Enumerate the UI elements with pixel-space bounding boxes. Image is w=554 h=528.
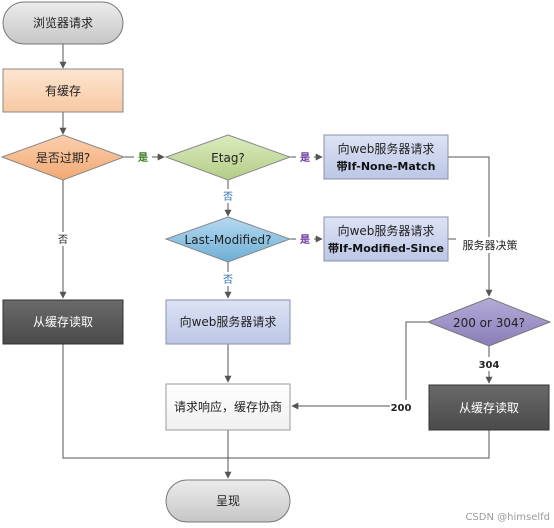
read-cache-right-label: 从缓存读取 [459,401,519,415]
server-decides-label: 服务器决策 [463,238,518,252]
code-200-label: 200 [391,403,412,414]
node-code-decision: 200 or 304? [426,297,552,347]
edge-labels: 是 是 是 否 否 否 服务器决策 200 304 [54,149,524,414]
node-req-if-modified-since: 向web服务器请求 带If-Modified-Since [323,216,449,262]
edge-ifnone-to-decision [448,156,493,297]
node-read-cache-right: 从缓存读取 [428,384,550,431]
node-etag-decision: Etag? [164,134,292,181]
browser-request-label: 浏览器请求 [33,15,93,30]
node-req-if-none-match: 向web服务器请求 带If-None-Match [323,134,449,180]
node-browser-request: 浏览器请求 [2,1,124,45]
request-server-label: 向web服务器请求 [180,314,277,329]
req-if-none-match-line2: 带If-None-Match [337,159,436,173]
node-read-cache-left: 从缓存读取 [2,299,124,345]
req-if-none-match-line1: 向web服务器请求 [338,141,435,156]
code-304-label: 304 [479,360,500,371]
node-response-negotiate: 请求响应，缓存协商 [165,383,291,431]
edge-readleft-to-render [62,344,228,459]
edge-decision-200-to-negotiate [291,321,448,410]
render-label: 呈现 [216,494,240,508]
expired-no-label: 否 [58,234,68,246]
req-if-modified-line1: 向web服务器请求 [338,223,435,238]
response-negotiate-label: 请求响应，缓存协商 [174,399,282,414]
etag-no-label: 否 [223,191,233,203]
node-request-server: 向web服务器请求 [165,299,291,345]
last-modified-label: Last-Modified? [185,233,272,247]
edge-readright-to-render [228,430,490,459]
expired-yes-label: 是 [137,152,148,164]
watermark: CSDN @himselfd [465,512,550,523]
etag-label: Etag? [211,151,245,165]
node-last-modified-decision: Last-Modified? [164,216,292,263]
lastmod-yes-label: 是 [299,234,310,246]
node-has-cache: 有缓存 [2,68,124,113]
etag-yes-label: 是 [299,152,310,164]
has-cache-label: 有缓存 [45,84,81,98]
node-render: 呈现 [165,479,291,523]
code-check-label: 200 or 304? [453,316,525,330]
lastmod-no-label: 否 [223,274,233,286]
node-expired-decision: 是否过期? [0,134,126,181]
read-cache-left-label: 从缓存读取 [33,315,93,329]
req-if-modified-line2: 带If-Modified-Since [328,241,444,255]
expired-label: 是否过期? [36,151,90,165]
